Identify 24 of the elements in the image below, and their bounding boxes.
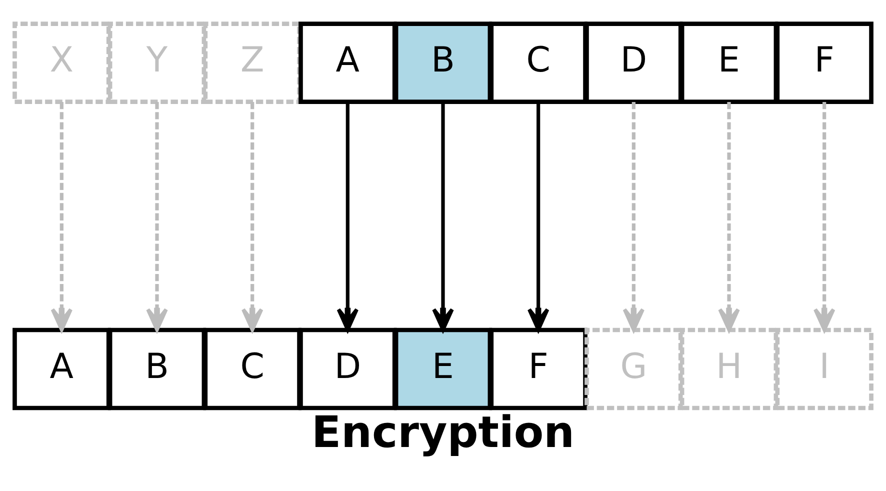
node-box: X — [12, 22, 111, 104]
node-box: A — [298, 22, 397, 104]
node-box: C — [489, 22, 588, 104]
node-box: A — [12, 328, 111, 410]
arrow — [813, 102, 836, 332]
arrow — [336, 102, 359, 332]
arrow — [527, 102, 550, 332]
node-box: G — [584, 328, 683, 410]
caption: Encryption — [312, 408, 574, 458]
node-box: F — [489, 328, 588, 410]
arrow — [432, 102, 454, 332]
node-box: F — [775, 22, 874, 104]
node-box: Z — [203, 22, 302, 104]
node-box: Y — [108, 22, 206, 104]
arrow — [50, 102, 73, 332]
node-box: H — [680, 328, 778, 410]
arrow — [718, 102, 740, 332]
arrow — [622, 102, 645, 332]
node-box: I — [775, 328, 874, 410]
node-box: C — [203, 328, 302, 410]
arrow — [241, 102, 264, 332]
node-box: D — [584, 22, 683, 104]
node-box: D — [298, 328, 397, 410]
arrow — [146, 102, 168, 332]
